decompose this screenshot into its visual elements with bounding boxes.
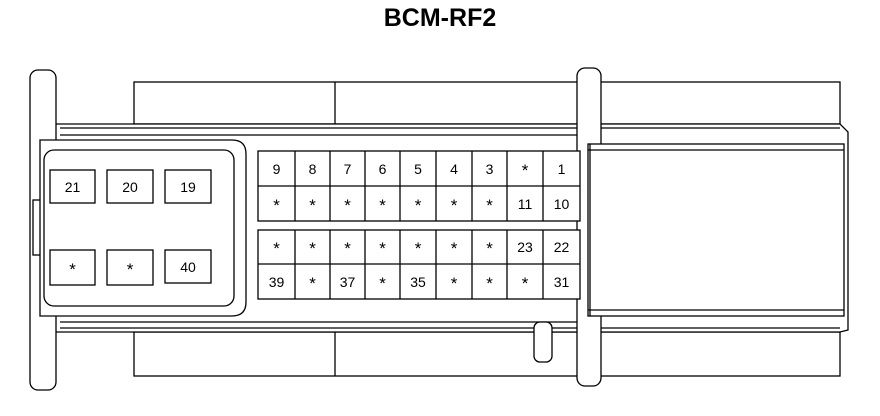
- pin-unused: *: [273, 239, 280, 258]
- pin-35: 35: [410, 273, 426, 290]
- pin-unused: *: [344, 195, 351, 215]
- pin-40: 40: [180, 258, 196, 275]
- pin-7: 7: [343, 160, 352, 177]
- pin-5: 5: [414, 160, 422, 177]
- pin-unused: *: [521, 160, 529, 180]
- connector-title: BCM-RF2: [383, 4, 497, 32]
- pin-unused: *: [414, 239, 422, 258]
- pin-unused: *: [486, 195, 493, 215]
- pin-unused: *: [486, 239, 493, 258]
- pin-unused: *: [69, 259, 76, 279]
- terminal-box: [49, 169, 96, 204]
- terminal-box: [106, 249, 154, 286]
- pin-unused: *: [450, 239, 458, 258]
- pin-39: 39: [268, 273, 285, 290]
- top-rail: [133, 81, 841, 125]
- pin-unused: *: [450, 195, 458, 215]
- terminal-box: [164, 249, 212, 284]
- pin-21: 21: [64, 178, 81, 195]
- right-housing: [587, 143, 845, 317]
- pin-31: 31: [553, 273, 570, 290]
- pin-unused: *: [309, 239, 316, 258]
- pin-37: 37: [339, 273, 356, 290]
- pin-unused: *: [379, 273, 386, 293]
- terminal-box: [164, 169, 212, 204]
- pin-unused: *: [309, 273, 316, 293]
- pin-22: 22: [553, 239, 570, 255]
- pin-9: 9: [272, 160, 281, 177]
- bottom-rail: [133, 331, 841, 377]
- pin-unused: *: [414, 195, 422, 215]
- pin-unused: *: [450, 273, 458, 293]
- pin-8: 8: [308, 160, 317, 177]
- pin-unused: *: [521, 273, 529, 293]
- pin-unused: *: [309, 195, 316, 215]
- pin-23: 23: [517, 239, 533, 255]
- pin-11: 11: [517, 195, 533, 212]
- terminal-box: [49, 249, 96, 286]
- pin-unused: *: [379, 239, 386, 258]
- pin-unused: *: [273, 195, 280, 215]
- pin-unused: *: [379, 195, 386, 215]
- terminal-box: [106, 169, 154, 204]
- pin-19: 19: [180, 178, 196, 195]
- pin-unused: *: [486, 273, 493, 293]
- pin-20: 20: [122, 178, 138, 195]
- pin-10: 10: [553, 195, 570, 212]
- pin-6: 6: [378, 160, 387, 177]
- pin-unused: *: [126, 259, 134, 279]
- pin-4: 4: [450, 160, 458, 177]
- pin-1: 1: [557, 160, 566, 177]
- pin-3: 3: [485, 160, 494, 177]
- pin-unused: *: [344, 239, 351, 258]
- left-cavity: [39, 139, 247, 317]
